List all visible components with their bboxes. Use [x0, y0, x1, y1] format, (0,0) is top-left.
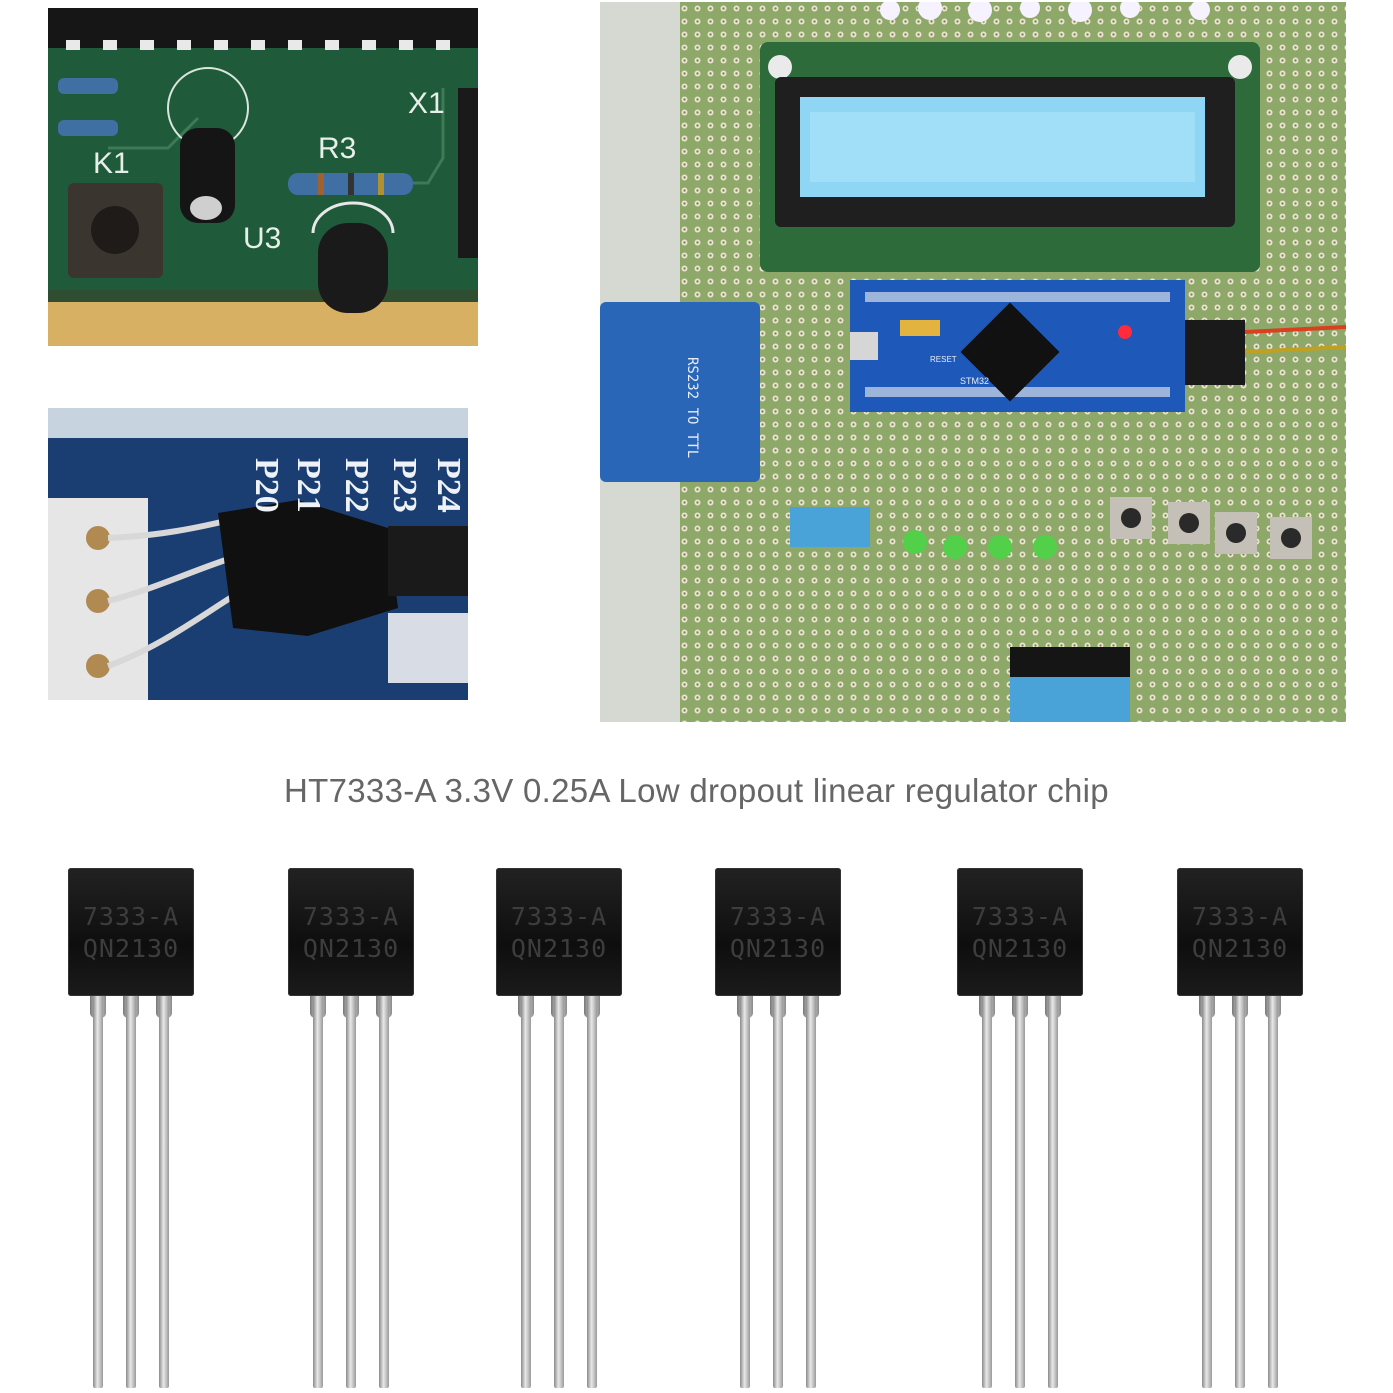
svg-text:RESET: RESET	[930, 355, 957, 364]
regulator-chip: 7333-A QN2130	[288, 862, 418, 1393]
chip-body: 7333-A QN2130	[715, 868, 841, 996]
chip-marking-line1: 7333-A	[82, 902, 180, 931]
svg-text:K1: K1	[93, 147, 130, 180]
regulator-chip: 7333-A QN2130	[715, 862, 845, 1393]
svg-text:R3: R3	[318, 132, 356, 165]
chip-lead	[313, 996, 323, 1388]
svg-text:P20: P20	[248, 458, 285, 513]
chip-marking-line1: 7333-A	[971, 902, 1069, 931]
regulator-chip: 7333-A QN2130	[957, 862, 1087, 1393]
chip-body: 7333-A QN2130	[957, 868, 1083, 996]
chip-lead	[1048, 996, 1058, 1388]
chip-lead	[773, 996, 783, 1388]
chip-body: 7333-A QN2130	[496, 868, 622, 996]
chip-body: 7333-A QN2130	[68, 868, 194, 996]
svg-text:P21: P21	[290, 458, 327, 513]
chip-lead	[554, 996, 564, 1388]
svg-text:STM32: STM32	[960, 376, 989, 386]
chip-lead	[521, 996, 531, 1388]
chip-lead	[1015, 996, 1025, 1388]
chip-marking-line2: QN2130	[510, 934, 608, 963]
svg-text:P22: P22	[338, 458, 375, 513]
chip-marking-line1: 7333-A	[729, 902, 827, 931]
chip-marking-line1: 7333-A	[1191, 902, 1289, 931]
chip-body: 7333-A QN2130	[288, 868, 414, 996]
chip-lead	[93, 996, 103, 1388]
regulator-chip: 7333-A QN2130	[68, 862, 198, 1393]
chip-lead	[806, 996, 816, 1388]
product-caption: HT7333-A 3.3V 0.25A Low dropout linear r…	[284, 772, 1109, 809]
chip-marking-line2: QN2130	[971, 934, 1069, 963]
pcb-photo-mid-left: P20 P21 P22 P23 P24	[48, 408, 468, 700]
chip-lead	[126, 996, 136, 1388]
svg-text:RS232 TO TTL: RS232 TO TTL	[684, 357, 700, 458]
chip-body: 7333-A QN2130	[1177, 868, 1303, 996]
svg-text:U3: U3	[243, 222, 281, 255]
svg-text:P23: P23	[386, 458, 423, 513]
svg-text:P24: P24	[430, 458, 467, 513]
chip-lead	[1202, 996, 1212, 1388]
chip-marking-line2: QN2130	[302, 934, 400, 963]
svg-text:X1: X1	[408, 87, 445, 120]
chip-marking-line1: 7333-A	[302, 902, 400, 931]
chip-lead	[1235, 996, 1245, 1388]
chip-lead	[1268, 996, 1278, 1388]
chip-lead	[346, 996, 356, 1388]
chip-marking-line2: QN2130	[729, 934, 827, 963]
chip-lead	[740, 996, 750, 1388]
pcb-photo-top-left: K1 R3 U3 X1	[48, 8, 478, 346]
regulator-chip: 7333-A QN2130	[496, 862, 626, 1393]
regulator-chip: 7333-A QN2130	[1177, 862, 1307, 1393]
chip-lead	[587, 996, 597, 1388]
chip-lead	[379, 996, 389, 1388]
chip-marking-line1: 7333-A	[510, 902, 608, 931]
chip-marking-line2: QN2130	[1191, 934, 1289, 963]
chip-marking-line2: QN2130	[82, 934, 180, 963]
breadboard-project-photo: RS232 TO TTL STM32 RESET	[600, 2, 1346, 722]
chip-row: 7333-A QN2130 7333-A QN2130 7333-A QN213…	[0, 862, 1393, 1393]
chip-lead	[159, 996, 169, 1388]
chip-lead	[982, 996, 992, 1388]
